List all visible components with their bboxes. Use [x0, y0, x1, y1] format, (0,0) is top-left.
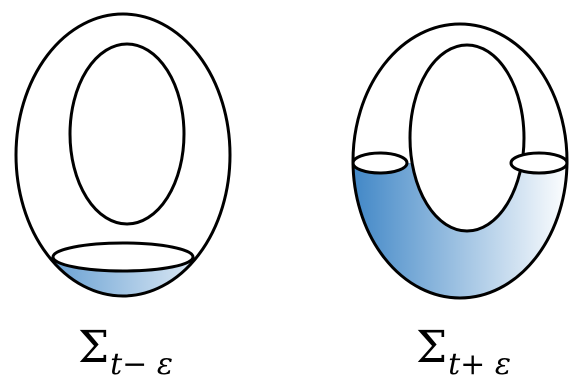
torus-left	[14, 12, 232, 298]
label-subscript: t− ε	[110, 347, 173, 382]
inner-hole-right	[408, 43, 526, 233]
label-symbol: Σ	[78, 322, 110, 373]
label-symbol: Σ	[416, 322, 448, 373]
label-subscript: t+ ε	[448, 347, 511, 382]
outer-ellipse-left	[14, 12, 232, 298]
level-cut-ellipse-right-a	[351, 151, 409, 175]
label-sigma-t-minus-epsilon: Σt− ε	[78, 326, 173, 380]
inner-hole-left	[68, 42, 186, 226]
label-sigma-t-plus-epsilon: Σt+ ε	[416, 326, 511, 380]
level-cut-ellipse-left	[51, 241, 195, 273]
level-cut-ellipse-right-b	[509, 151, 569, 175]
torus-right	[351, 22, 569, 300]
